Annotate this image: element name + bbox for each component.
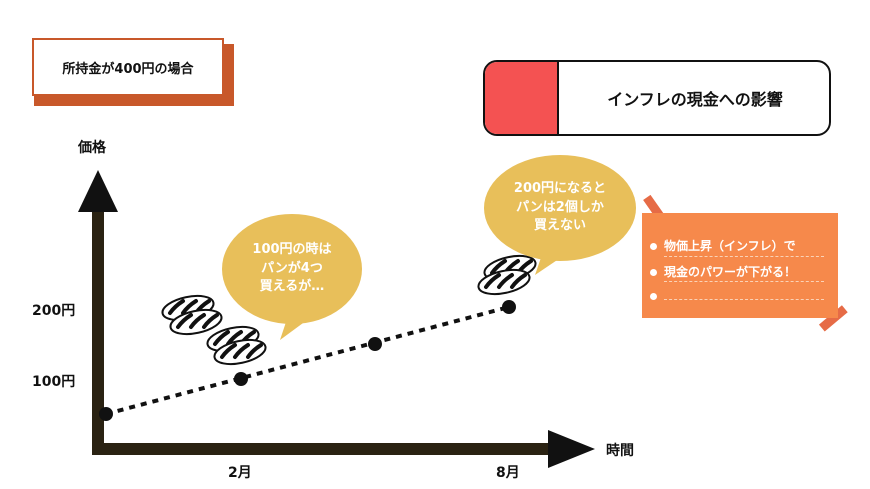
- note-line1: 物価上昇（インフレ）で: [664, 239, 796, 253]
- bread-loaf-icon: [213, 338, 267, 366]
- note-line2: 現金のパワーが下がる！: [664, 265, 797, 279]
- speech-bubble-august: 200円になると パンは2個しか 買えない: [484, 155, 636, 261]
- bubble-aug-line1: 200円になると: [513, 180, 607, 196]
- speech-bubble-february: 100円の時は パンが4つ 買えるが…: [222, 214, 362, 324]
- y-tick-100: 100円: [32, 374, 76, 390]
- bubble-feb-line2: パンが4つ: [261, 260, 323, 276]
- bullet-dot: [650, 269, 657, 276]
- x-tick-aug: 8月: [496, 465, 520, 481]
- x-axis-arrowhead: [548, 430, 595, 468]
- note-rule: [664, 281, 824, 282]
- bullet-dot: [650, 243, 657, 250]
- condition-label: 所持金が400円の場合: [32, 38, 224, 96]
- bubble-aug-line3: 買えない: [533, 218, 586, 234]
- y-tick-200: 200円: [32, 303, 76, 319]
- diagram-title: インフレの現金への影響: [607, 90, 783, 109]
- trend-point: [502, 300, 516, 314]
- tape: [818, 305, 848, 332]
- note-rule: [664, 299, 824, 300]
- y-axis-arrowhead: [78, 170, 118, 212]
- y-axis: [92, 205, 104, 455]
- price-trend-line: [105, 305, 510, 416]
- bread-loaf-icon: [169, 308, 223, 336]
- bread-group: [161, 254, 537, 366]
- bubble-aug-line2: パンは2個しか: [516, 199, 604, 215]
- trend-point: [234, 372, 248, 386]
- x-axis-label: 時間: [606, 443, 634, 459]
- bread-loaf-icon: [477, 268, 531, 296]
- bubble-feb-line3: 買えるが…: [259, 279, 325, 295]
- y-axis-label: 価格: [78, 140, 106, 156]
- title-accent-block: [485, 62, 559, 134]
- trend-point: [368, 337, 382, 351]
- bubble-feb-line1: 100円の時は: [252, 241, 332, 257]
- trend-point: [99, 407, 113, 421]
- bullet-dot: [650, 293, 657, 300]
- note-rule: [664, 256, 824, 257]
- x-tick-feb: 2月: [228, 465, 252, 481]
- sticky-note: 物価上昇（インフレ）で 現金のパワーが下がる！: [642, 213, 838, 318]
- x-axis: [92, 443, 552, 455]
